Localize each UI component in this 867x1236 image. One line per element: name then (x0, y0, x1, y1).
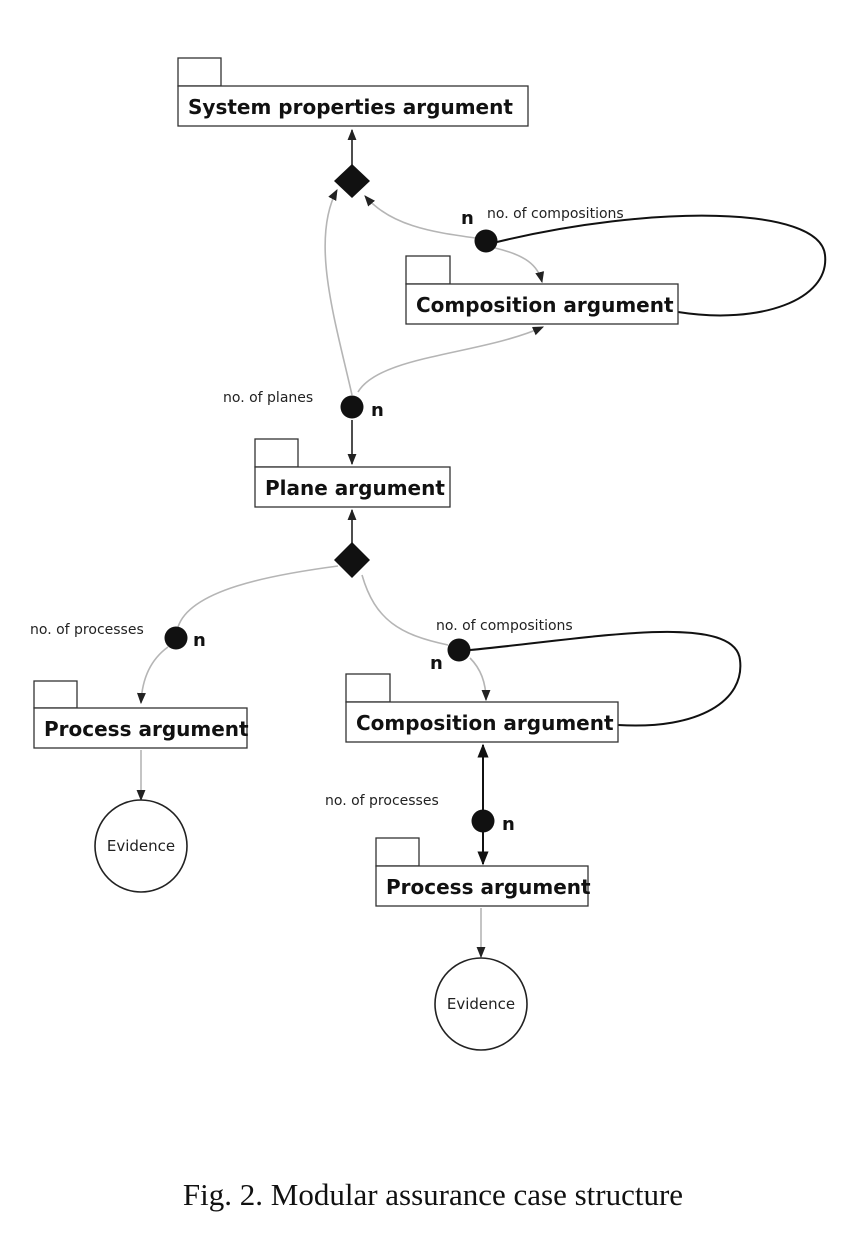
multiplicity-n-planes: n (371, 400, 384, 421)
connector-planedot-to-composition (357, 326, 545, 393)
multiplicity-n-compositions-bottom: n (430, 653, 443, 674)
label-processes-left: no. of processes (30, 622, 144, 638)
dot-compositions-top (474, 229, 498, 253)
module-process-left-label: Process argument (44, 717, 249, 741)
figure-caption: Fig. 2. Modular assurance case structure (183, 1177, 683, 1212)
module-process-bottom: Process argument (375, 837, 591, 907)
connector-planedot-to-diamond (324, 189, 353, 396)
diamond-bottom (334, 542, 370, 578)
label-compositions-bottom: no. of compositions (436, 618, 573, 634)
dot-planes (340, 395, 364, 419)
evidence-bottom-label: Evidence (447, 995, 515, 1013)
multiplicity-n-processes-bottom: n (502, 814, 515, 835)
evidence-left-label: Evidence (107, 837, 175, 855)
module-plane: Plane argument (254, 438, 451, 508)
evidence-bottom: Evidence (434, 957, 528, 1051)
loop-composition-bottom (469, 630, 742, 727)
module-system-properties-label: System properties argument (188, 95, 513, 119)
module-composition-bottom-label: Composition argument (356, 711, 614, 735)
dot-compositions-bottom (447, 638, 471, 662)
evidence-left: Evidence (94, 799, 188, 893)
connector-diamond2-to-compdot (361, 574, 449, 646)
connector-diamond2-to-processdot (177, 565, 339, 628)
loop-composition-top (496, 214, 827, 317)
module-process-left: Process argument (33, 680, 249, 749)
module-plane-label: Plane argument (265, 476, 445, 500)
connector-compdot-to-composition (494, 247, 545, 284)
label-compositions-top: no. of compositions (487, 206, 624, 222)
label-processes-bottom: no. of processes (325, 793, 439, 809)
connector-processdot-to-process (136, 646, 169, 705)
module-process-bottom-label: Process argument (386, 875, 591, 899)
module-system-properties: System properties argument (177, 57, 529, 127)
connector-compdot-to-diamond (364, 195, 477, 239)
label-planes: no. of planes (223, 390, 313, 406)
diamond-top (334, 164, 370, 198)
module-composition-bottom: Composition argument (345, 673, 619, 743)
multiplicity-n-processes-left: n (193, 630, 206, 651)
connectors (136, 128, 827, 959)
dot-processes-left (164, 626, 188, 650)
connector-compdot2-to-composition (469, 657, 491, 702)
multiplicity-n-compositions-top: n (461, 208, 474, 229)
dot-processes-bottom (471, 809, 495, 833)
module-composition-top-label: Composition argument (416, 293, 674, 317)
module-composition-top: Composition argument (405, 255, 679, 325)
